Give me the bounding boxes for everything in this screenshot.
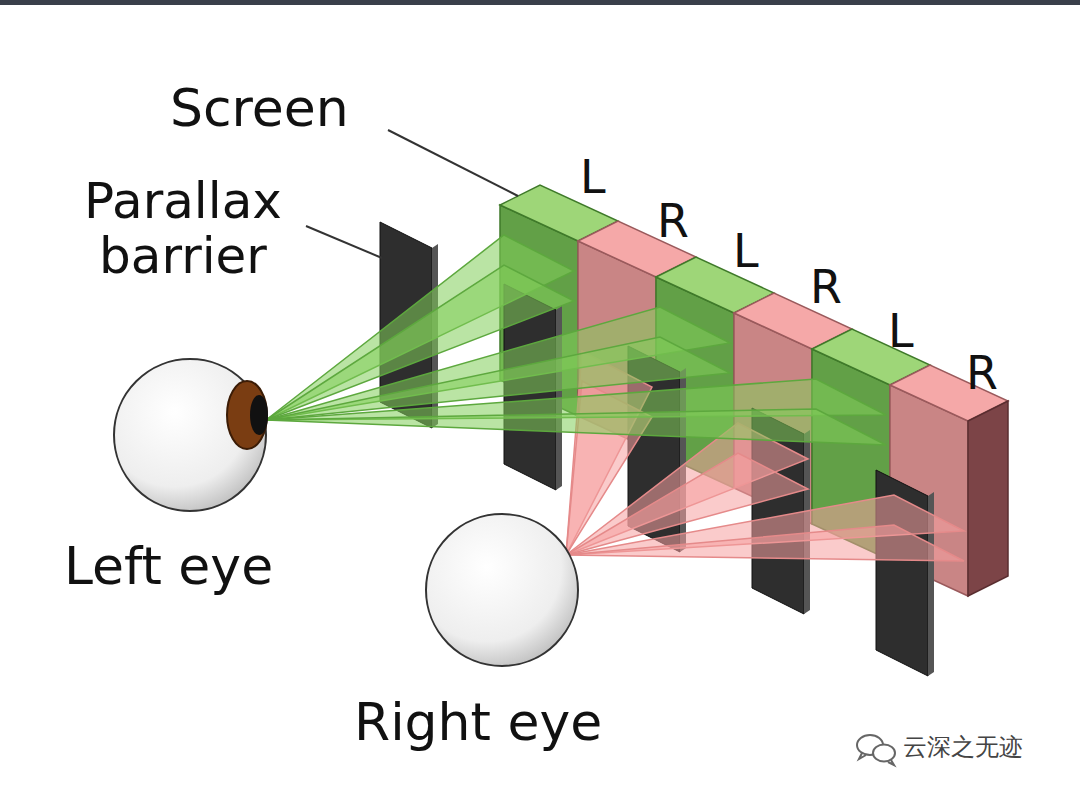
cell-label: R (810, 262, 842, 313)
eyeball (114, 359, 266, 511)
watermark: 云深之无迹 (903, 734, 1023, 760)
top-bar (0, 0, 1080, 5)
light-beam (266, 409, 886, 445)
part-label: Screen (170, 80, 349, 137)
light-beam (566, 525, 964, 561)
leader-line (306, 226, 382, 258)
eyeball (426, 514, 578, 666)
part-label: Parallax barrier (52, 174, 314, 284)
cell-label: L (580, 152, 606, 203)
pupil (250, 395, 268, 435)
cell-label: L (733, 226, 759, 277)
left-eye (114, 359, 268, 511)
iris (227, 381, 267, 449)
leader-line (388, 130, 518, 196)
cell-label: L (888, 306, 914, 357)
part-label: Right eye (354, 694, 602, 751)
cell-label: R (966, 348, 998, 399)
part-label: Left eye (64, 538, 273, 595)
light-beams (266, 235, 964, 561)
wechat-icon (857, 735, 895, 765)
cell-label: R (657, 196, 689, 247)
screen-end-face (968, 401, 1008, 596)
right-eye (426, 514, 578, 666)
